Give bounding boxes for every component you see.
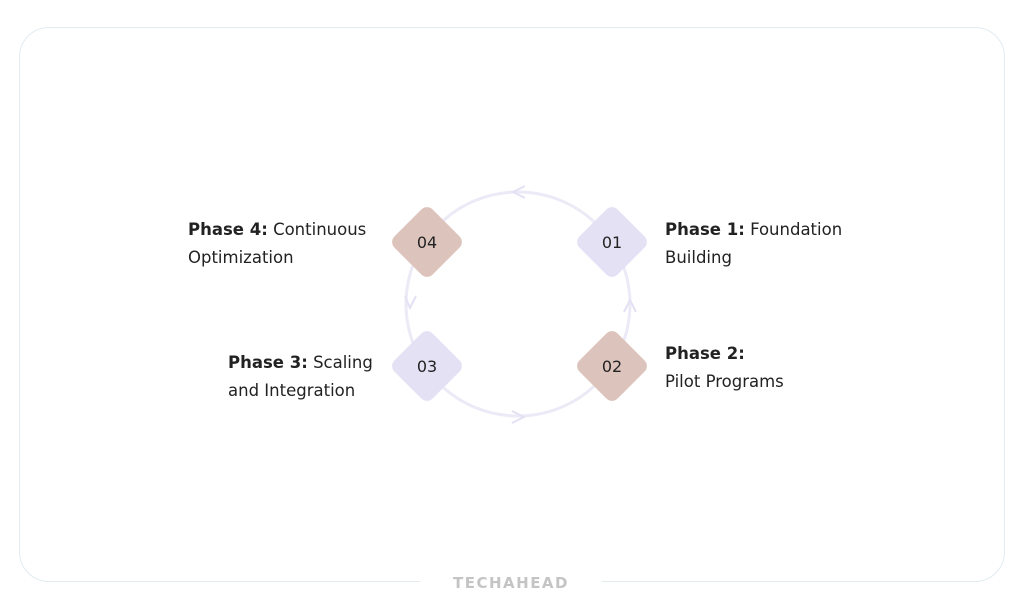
arrow-left-icon [510, 185, 526, 199]
phase-3-number: 03 [416, 357, 438, 376]
arrow-up-icon [623, 297, 637, 313]
phase-1-number: 01 [601, 233, 623, 252]
phase-2-label: Phase 2:Pilot Programs [665, 344, 784, 391]
phase-2-number: 02 [601, 357, 623, 376]
phase-4-label: Phase 4: Continuous Optimization [188, 220, 367, 267]
arrow-down-icon [404, 295, 417, 311]
phase-1-label: Phase 1: Foundation Building [665, 220, 843, 267]
arrow-right-icon [511, 410, 527, 424]
phase-4-number: 04 [416, 233, 438, 252]
phase-3-label: Phase 3: Scaling and Integration [228, 353, 373, 400]
techahead-logo: TECHAHEAD [452, 574, 569, 592]
